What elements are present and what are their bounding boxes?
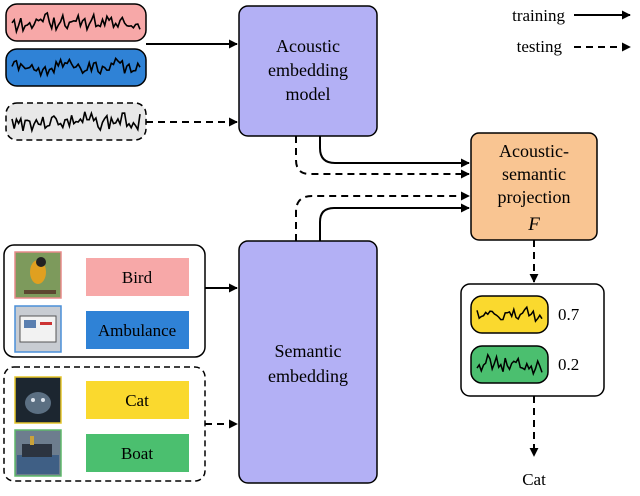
- bird-branch-icon: [24, 290, 56, 294]
- legend: training testing: [512, 6, 631, 56]
- projection-title-line3: projection: [498, 187, 571, 207]
- arrow-acoustic-to-projection-test: [295, 136, 470, 179]
- semantic-model-title-line1: Semantic: [275, 341, 342, 361]
- legend-testing-label: testing: [517, 37, 563, 56]
- class-label-ambulance: [86, 311, 189, 349]
- output-scores-panel: 0.7 0.2: [460, 283, 605, 397]
- score-value-boat: 0.2: [558, 355, 579, 374]
- boat-mast-icon: [30, 436, 34, 445]
- bird-head-icon: [36, 257, 46, 267]
- waveform-signal-icon: [11, 110, 141, 134]
- waveform-signal-icon: [11, 11, 141, 35]
- class-label-cat: [86, 381, 189, 419]
- score-waveform-boat: [470, 345, 549, 384]
- waveform-inputs: [5, 3, 147, 141]
- ambulance-body-icon: [19, 315, 57, 343]
- boat-water-icon: [17, 455, 59, 474]
- semantic-embedding-model: Semantic embedding: [238, 240, 378, 484]
- class-label-ambulance-text: Ambulance: [98, 321, 176, 340]
- test-class-panel: Cat Boat: [3, 366, 206, 482]
- acoustic-model-box: [238, 5, 378, 137]
- boat-hull-icon: [22, 444, 52, 457]
- class-label-cat-text: Cat: [125, 391, 149, 410]
- acoustic-model-title-line1: Acoustic: [276, 36, 340, 56]
- ambulance-stripe-icon: [40, 322, 52, 325]
- arrows: [146, 39, 539, 457]
- arrow-semantic-to-projection-train: [319, 203, 470, 241]
- acoustic-model-title-line2: embedding: [268, 60, 348, 80]
- waveform-signal-icon: [476, 352, 543, 377]
- arrow-acoustic-to-projection-train: [319, 136, 470, 168]
- class-label-bird: [86, 258, 189, 296]
- waveform-signal-icon: [11, 56, 141, 79]
- projection-title-line1: Acoustic-: [499, 141, 569, 161]
- acoustic-model-title-line3: model: [286, 84, 331, 104]
- legend-training-label: training: [512, 6, 565, 25]
- class-label-boat: [86, 434, 189, 472]
- score-waveform-cat: [470, 295, 549, 334]
- cat-eye-icon: [41, 398, 45, 402]
- ambulance-window-icon: [24, 320, 36, 328]
- semantic-model-title-line2: embedding: [268, 366, 348, 386]
- waveform-input-bird: [5, 3, 147, 42]
- semantic-model-box: [238, 240, 378, 484]
- acoustic-semantic-projection: Acoustic- semantic projection F: [470, 132, 598, 241]
- cat-eye-icon: [31, 398, 35, 402]
- projection-symbol: F: [527, 214, 540, 235]
- class-label-bird-text: Bird: [122, 268, 153, 287]
- projection-title-line2: semantic: [502, 164, 566, 184]
- prediction-label: Cat: [522, 470, 546, 489]
- train-class-panel: Bird Ambulance: [3, 244, 206, 358]
- arrow-semantic-to-projection-test: [295, 191, 470, 241]
- cat-face-icon: [25, 392, 51, 414]
- score-value-cat: 0.7: [558, 305, 580, 324]
- class-label-boat-text: Boat: [121, 444, 153, 463]
- acoustic-embedding-model: Acoustic embedding model: [238, 5, 378, 137]
- waveform-signal-icon: [476, 305, 543, 323]
